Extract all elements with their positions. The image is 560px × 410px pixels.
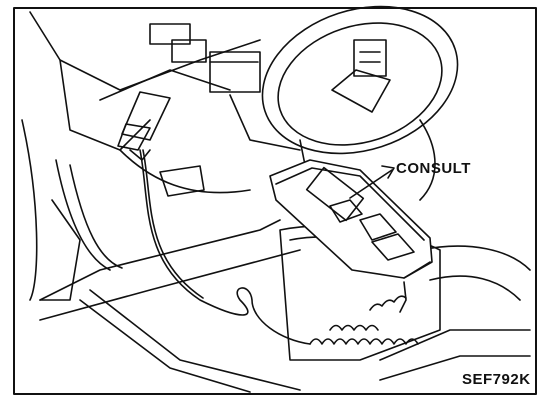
callout-leader [349,165,395,199]
tester-cable [139,149,311,345]
door-frame [21,119,123,301]
figure-border [13,7,537,395]
floor [39,149,531,393]
coiled-cable [309,281,419,345]
consult-tester [269,159,433,279]
dashboard [29,11,387,151]
consult-callout-label: CONSULT [396,160,471,177]
figure-code: SEF792K [462,371,531,388]
